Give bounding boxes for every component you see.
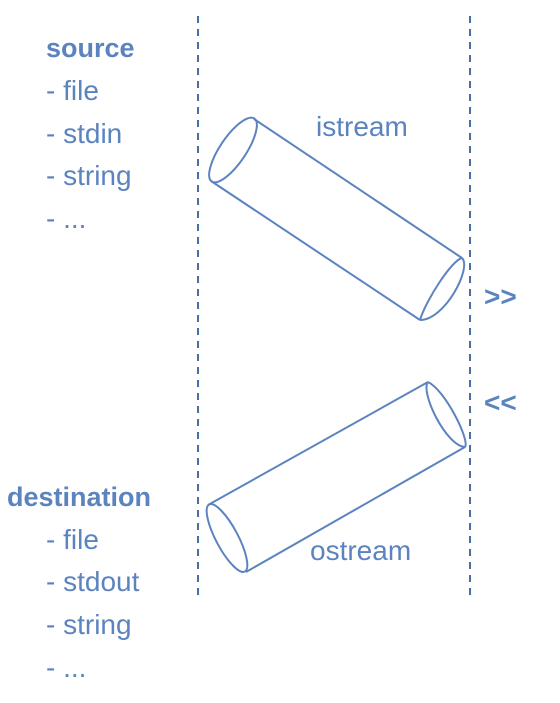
ostream-label: ostream [310,535,412,566]
istream-cylinder-top-edge [253,118,463,259]
destination-item-stdout: - stdout [46,566,140,597]
source-item-more: - ... [46,203,87,234]
istream-label: istream [316,111,408,142]
ostream-cylinder-right-end [427,381,467,448]
extract-operator: >> [484,281,517,312]
source-heading: source [46,33,135,63]
source-item-stdin: - stdin [46,118,123,149]
source-item-file: - file [46,75,99,106]
istream-cylinder-right-end [419,257,465,321]
ostream-cylinder-left-end [205,503,249,573]
istream-cylinder-left-end [208,116,258,184]
istream-cylinder-bottom-edge [210,180,421,321]
ostream-cylinder-top-edge [207,381,429,506]
destination-heading: destination [7,482,152,512]
source-item-string: - string [46,160,132,191]
ostream-cylinder-bottom-edge [245,446,466,573]
ostream-cylinder [205,381,467,573]
insert-operator: << [484,387,517,418]
destination-item-string: - string [46,609,132,640]
istream-cylinder [208,116,465,321]
destination-item-more: - ... [46,652,87,683]
destination-item-file: - file [46,524,99,555]
